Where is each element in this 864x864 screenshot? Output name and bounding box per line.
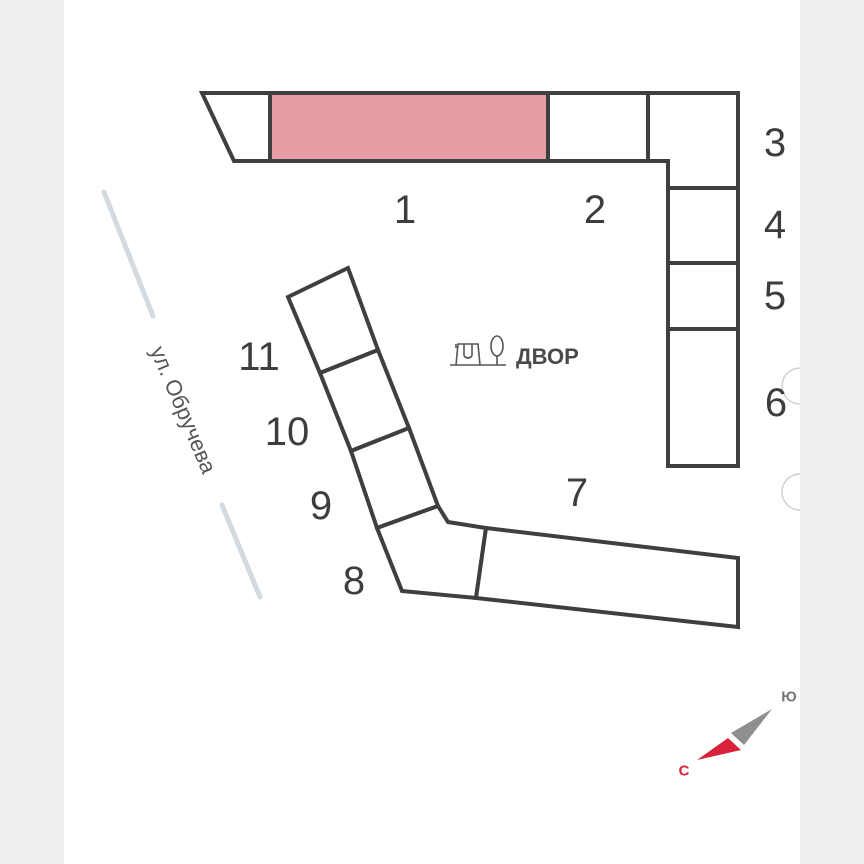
section-7[interactable] xyxy=(473,525,740,630)
section-label-7: 7 xyxy=(565,471,589,515)
section-6[interactable] xyxy=(666,327,740,468)
section-label-11: 11 xyxy=(238,335,280,379)
compass-icon xyxy=(697,709,772,760)
section-label-2: 2 xyxy=(583,188,607,232)
playground-tree-icon xyxy=(450,335,506,366)
compass-north-arrow xyxy=(697,738,741,760)
section-2[interactable] xyxy=(546,91,650,163)
edge-markers xyxy=(781,367,801,511)
section-1[interactable] xyxy=(268,91,550,163)
section-label-8: 8 xyxy=(342,559,366,603)
section-label-6: 6 xyxy=(764,381,788,425)
section-label-3: 3 xyxy=(763,121,787,165)
section-4[interactable] xyxy=(666,186,740,265)
yard-marker: ДВОР xyxy=(450,334,579,368)
section-label-10: 10 xyxy=(264,410,310,454)
section-3[interactable] xyxy=(646,91,740,190)
street-line xyxy=(101,189,263,600)
section-label-4: 4 xyxy=(763,203,787,247)
section-label-1: 1 xyxy=(393,188,417,232)
section-1-end[interactable] xyxy=(198,91,272,163)
section-label-5: 5 xyxy=(763,274,787,318)
compass-south-label: Ю xyxy=(781,688,797,706)
compass-south-arrow xyxy=(731,709,772,745)
yard-label: ДВОР xyxy=(516,344,579,369)
section-label-9: 9 xyxy=(309,484,333,528)
compass-north-label: С xyxy=(678,762,690,780)
section-5[interactable] xyxy=(666,261,740,331)
